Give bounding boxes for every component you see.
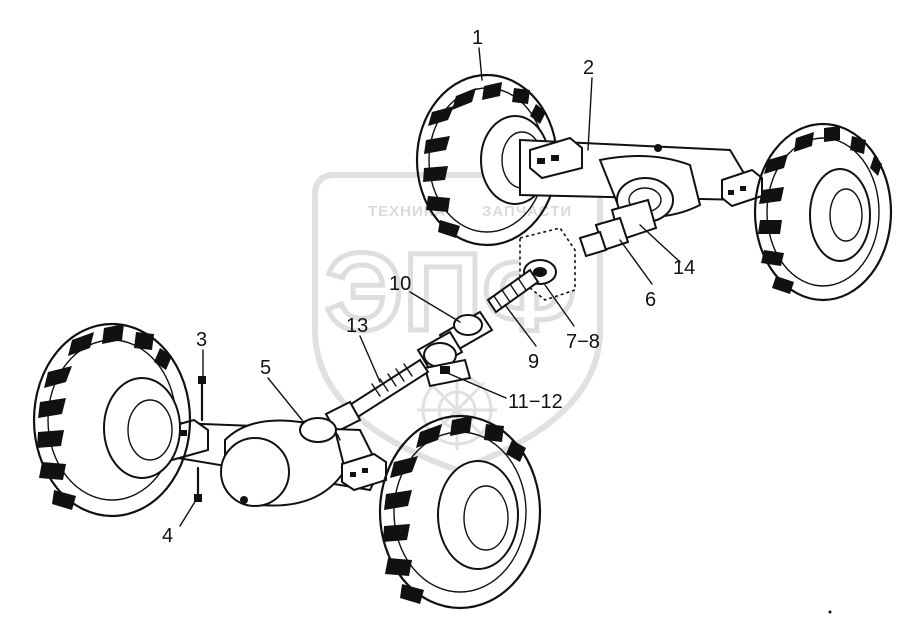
- callout-1: 1: [472, 27, 483, 49]
- callout-5: 5: [260, 357, 271, 379]
- callout-4: 4: [162, 525, 173, 547]
- wheel-front-left: [32, 322, 192, 518]
- callout-14: 14: [673, 257, 695, 279]
- wheel-front-right: [378, 414, 542, 610]
- callout-6: 6: [645, 289, 656, 311]
- drive-shaft-assembly: [324, 198, 658, 434]
- wheel-rear-right: [753, 122, 893, 302]
- rear-axle-housing: [519, 136, 763, 223]
- callout-13: 13: [346, 315, 368, 337]
- callout-10: 10: [389, 273, 411, 295]
- watermark-line1: ТЕХНИКА: [368, 203, 446, 220]
- callout-7-8: 7−8: [566, 331, 600, 353]
- leader-lines: [179, 47, 681, 527]
- speck: [828, 610, 832, 614]
- callout-3: 3: [196, 329, 207, 351]
- callout-11-12: 11−12: [508, 391, 563, 413]
- callout-labels: 1 2 3 4 5 6 7−8 9 10 11−12 13 14: [162, 27, 695, 547]
- front-axle-housing: [148, 376, 387, 507]
- callout-2: 2: [583, 57, 594, 79]
- callout-9: 9: [528, 351, 539, 373]
- watermark-line2: ЗАПЧАСТИ: [482, 203, 572, 220]
- wheel-rear-left: [415, 73, 559, 247]
